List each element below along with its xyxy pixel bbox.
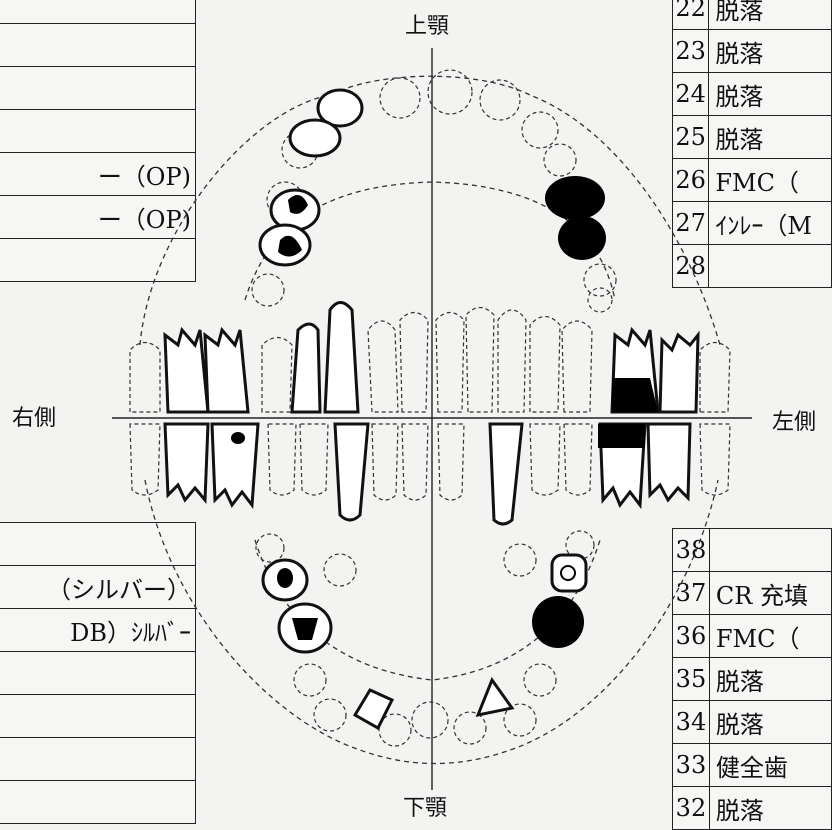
lower-right-fillings bbox=[231, 432, 318, 640]
tooth-number: 27 bbox=[671, 201, 710, 245]
record-cell bbox=[0, 66, 196, 110]
tooth-number: 34 bbox=[672, 700, 710, 744]
upper-missing-teeth-outlines bbox=[129, 69, 731, 413]
lower-left-crowns bbox=[532, 424, 645, 648]
record-cell: ー（OP) bbox=[0, 195, 196, 239]
tooth-number: 35 bbox=[672, 657, 710, 701]
tooth-condition: 脱落 bbox=[708, 657, 832, 701]
upper-jaw-label: 上顎 bbox=[405, 14, 450, 39]
record-cell bbox=[0, 23, 196, 67]
tooth-number: 24 bbox=[671, 72, 710, 116]
upper-right-record-table: ー（OP) ー（OP) bbox=[0, 0, 196, 282]
tooth-number: 22 bbox=[671, 0, 710, 30]
record-cell bbox=[0, 780, 196, 824]
tooth-number: 26 bbox=[671, 158, 710, 202]
upper-right-fillings bbox=[278, 195, 308, 257]
record-cell: ー（OP) bbox=[0, 152, 196, 196]
lower-outer-arch bbox=[144, 479, 719, 765]
lower-right-record-table: （シルバー） DB）ｼﾙﾊﾞｰ bbox=[0, 522, 196, 824]
tooth-condition: 脱落 bbox=[708, 700, 832, 744]
record-cell bbox=[0, 0, 196, 24]
left-side-label: 左側 bbox=[772, 410, 817, 435]
record-cell: （シルバー） bbox=[0, 565, 196, 609]
upper-left-crowns bbox=[545, 176, 658, 412]
tooth-condition bbox=[708, 244, 832, 288]
tooth-number: 23 bbox=[671, 29, 710, 73]
record-cell bbox=[0, 694, 196, 738]
tooth-number: 36 bbox=[672, 614, 710, 658]
tooth-condition: ｲﾝﾚｰ（M bbox=[708, 201, 832, 245]
tooth-number: 33 bbox=[672, 743, 710, 787]
record-cell bbox=[0, 238, 196, 282]
record-cell bbox=[0, 651, 196, 695]
upper-outer-arch bbox=[139, 75, 721, 346]
right-side-label: 右側 bbox=[12, 406, 57, 431]
tooth-condition: FMC（ bbox=[708, 614, 832, 658]
tooth-condition: FMC（ bbox=[708, 158, 832, 202]
tooth-condition: 健全歯 bbox=[708, 743, 832, 787]
lower-missing-teeth-outlines bbox=[129, 423, 731, 747]
tooth-condition: CR 充填 bbox=[708, 571, 832, 615]
upper-right-present-teeth bbox=[163, 88, 364, 414]
lower-left-present-teeth bbox=[475, 422, 692, 718]
lower-jaw-label: 下顎 bbox=[403, 796, 448, 821]
record-cell: DB）ｼﾙﾊﾞｰ bbox=[0, 608, 196, 652]
